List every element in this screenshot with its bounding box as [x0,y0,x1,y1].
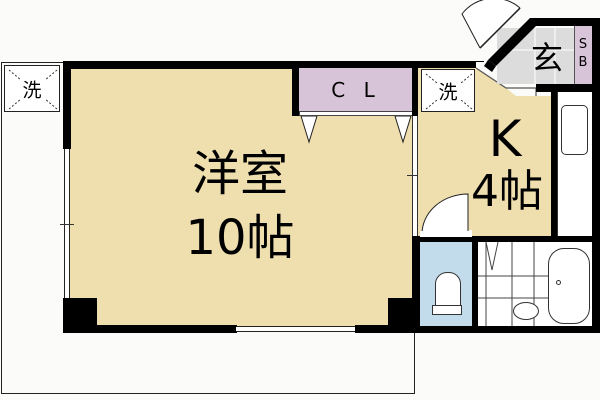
partition-lower [412,236,420,332]
kitchen-sink [561,105,588,155]
left-window-tick [60,224,74,225]
front-door-swing [461,0,521,49]
toilet-right-wall [472,236,478,332]
main-room-size: 10帖 [185,210,295,266]
bottom-window [236,326,356,332]
bath-bottom-wall [412,326,600,333]
main-room-bottom-wall-left [63,325,237,333]
entrance-top-wall [530,18,600,26]
closet [298,68,414,115]
closet-door-markers [300,116,412,144]
entrance-diagonal-wall [484,18,538,72]
main-room-bottom-right-column [388,298,414,332]
toilet-tank [435,272,461,308]
toilet-seat [432,305,462,315]
washer-space-balcony: 洗 [4,65,60,112]
washer-label: 洗 [22,79,42,101]
shoe-box-s: S [578,37,588,52]
kitchen-size: 4帖 [471,166,543,217]
washer-label: 洗 [438,81,458,103]
main-room-top-wall [63,61,484,69]
partition-door-tick [407,175,423,176]
bathtub-drain [556,280,561,285]
bath-top-wall [412,236,600,242]
kitchen-letter: K [488,110,522,168]
shoe-box-b: B [578,55,588,70]
closet-left-wall [292,61,299,116]
outer-right-wall [592,20,600,332]
shoe-box [574,26,592,84]
main-room-type: 洋室 [191,146,288,202]
washer-cross-marks [8,69,58,110]
washer-space-kitchen: 洗 [421,69,475,112]
partition-upper [412,61,418,117]
bathtub [548,248,590,324]
partition-sliding-door [412,116,418,298]
entrance-label: 玄 [530,39,563,77]
main-room-left-wall-upper [63,61,71,149]
entrance-bottom-wall [536,84,600,92]
kitchen-right-wall [551,86,557,236]
closet-label: C L [331,78,381,102]
wash-basin [513,302,539,320]
bath-top-strip [420,231,472,237]
